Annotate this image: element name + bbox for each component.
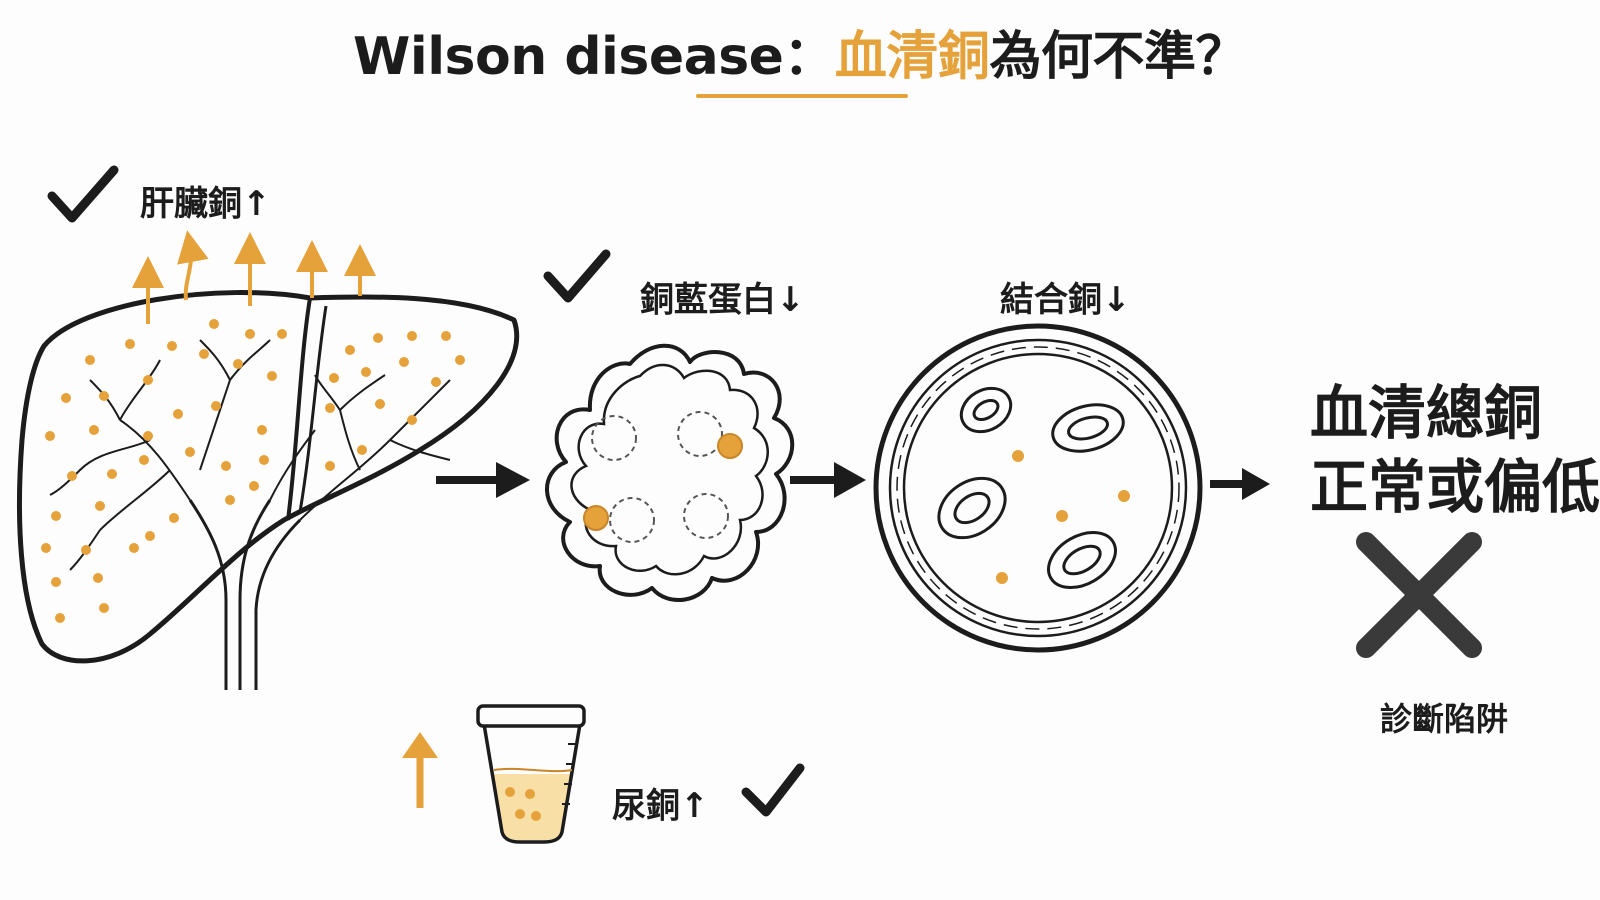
ceruloplasmin-icon	[545, 343, 795, 603]
up-arrow-icon-urine-head	[402, 732, 438, 758]
diagnostic-trap-label: 診斷陷阱	[1380, 700, 1509, 738]
result-label: 血清總銅 正常或偏低	[1310, 376, 1600, 524]
right-arrow-icon-3-head	[1242, 468, 1270, 500]
bound-copper-label: 結合銅↓	[1000, 280, 1131, 320]
check-icon-urine	[741, 763, 805, 817]
right-arrow-icon-2-head	[834, 462, 866, 498]
check-icon-ceruloplasmin	[543, 249, 611, 303]
check-icon-liver	[47, 165, 119, 223]
urine-cup-icon	[476, 704, 586, 844]
liver-icon	[16, 230, 520, 690]
result-line-1: 血清總銅	[1310, 379, 1543, 447]
right-arrow-icon-1-head	[496, 462, 530, 498]
result-line-2: 正常或偏低	[1310, 453, 1600, 521]
ceruloplasmin-label: 銅藍蛋白↓	[640, 280, 805, 320]
title-highlight: 血清銅	[834, 27, 990, 87]
liver-copper-label: 肝臟銅↑	[140, 184, 271, 224]
title-suffix: 為何不準？	[989, 27, 1247, 87]
urine-copper-label: 尿銅↑	[612, 786, 709, 826]
title-underline	[696, 94, 908, 98]
title-prefix: Wilson disease：	[353, 27, 835, 87]
cross-icon	[1356, 532, 1482, 658]
page-title: Wilson disease：血清銅為何不準？	[0, 14, 1600, 89]
blood-vessel-icon	[873, 323, 1203, 653]
